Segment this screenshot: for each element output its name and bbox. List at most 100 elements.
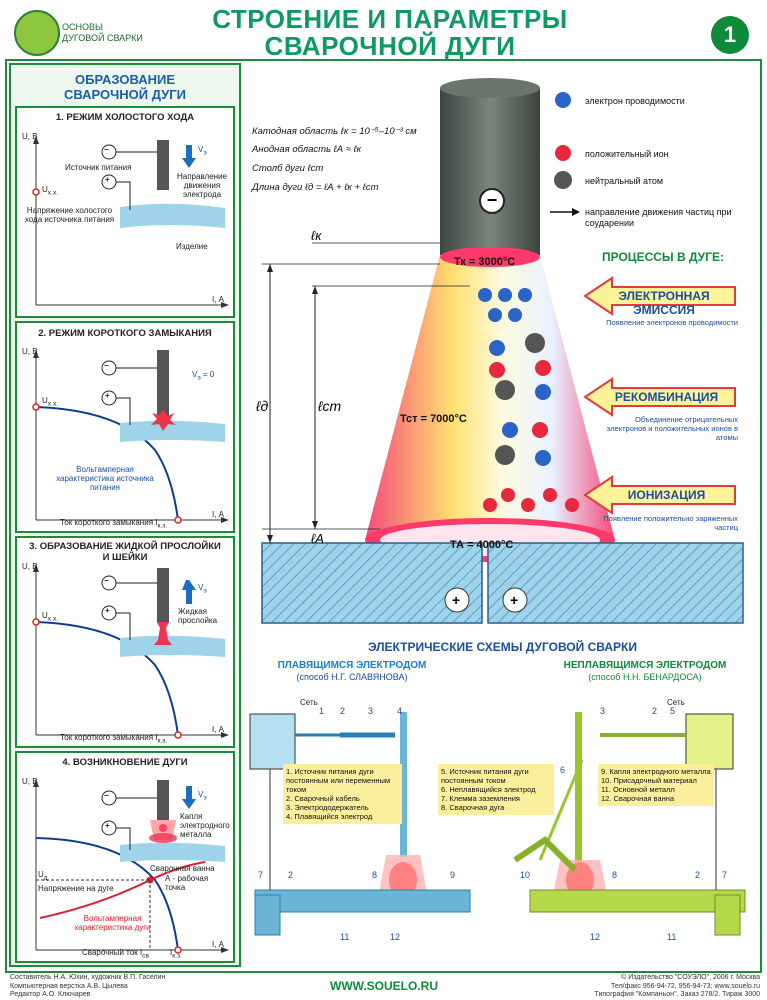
process-ionization-desc: Появление положительно заряженных частиц [603,514,738,532]
panel4-graph [33,779,229,954]
callout-9: 9 [450,870,456,880]
panel3-x-axis: I, А [212,725,225,734]
footer-pub-2: Тел/факс 956-94-72, 956-94-73; www.souel… [611,982,760,990]
schemes-title: ЭЛЕКТРИЧЕСКИЕ СХЕМЫ ДУГОВОЙ СВАРКИ [368,640,637,654]
dim-la: ℓА [311,531,324,546]
panel2-x-axis: I, А [212,510,225,519]
panel4-short-i-sub: к.з. [172,952,182,960]
temp-anode: ТА = 4000°С [450,539,514,551]
plate-plus-right: + [510,592,519,608]
legend-atom: нейтральный атом [585,176,664,186]
brand-caption: ОСНОВЫ ДУГОВОЙ СВАРКИ [62,22,143,44]
callout-10: 10 [520,870,531,880]
panel4-heading: 4. ВОЗНИКНОВЕНИЕ ДУГИ [62,757,188,768]
scheme-non-consumable [513,712,746,936]
process-ionization: ИОНИЗАЦИЯ [627,488,706,502]
arc-diagram [261,78,744,624]
panel1-heading: 1. РЕЖИМ ХОЛОСТОГО ХОДА [55,112,195,123]
panel2-minus: − [104,361,109,370]
formula-anode: Анодная область ℓА ≈ ℓк [252,144,362,155]
panel4-pool-note: Сварочная ванна [150,864,215,873]
formula-column: Столб дуги ℓст [252,163,324,174]
panel4-y-axis: U, В [22,777,38,786]
panel2-short-sub: к.з. [157,522,168,530]
footer-credits-1: Составитель Н.А. Юхин, художник В.П. Гас… [10,974,166,981]
panel1-direction-note: Направление движения электрода [177,172,227,199]
legend-electron: электрон проводимости [585,96,685,106]
dim-lk: ℓк [311,228,322,243]
panel1-workpiece: Изделие [176,242,208,251]
panel4-weld-sub: св [142,952,149,960]
scheme-right-grid-label: Сеть [667,698,685,707]
callout-8-right: 8 [612,870,618,880]
panel2-graph [32,350,229,524]
panel3-y-axis: U, В [22,562,38,571]
callout-12-right: 12 [590,932,601,942]
process-emission-desc: Появление электронов проводимости [606,318,738,327]
panel4-point-a: А - рабочая точка [165,874,209,892]
scheme-item-9: 9. Капля электродного металла [601,767,711,776]
callout-2-left: 2 [288,870,294,880]
scheme-item-10: 10. Присадочный материал [601,776,697,785]
callout-2-right: 2 [652,706,658,716]
brand-line-1: ОСНОВЫ [62,22,103,32]
processes-title: ПРОЦЕССЫ В ДУГЕ: [602,250,724,264]
panel1-voltage-note: Напряжение холостого хода источника пита… [24,206,115,224]
callout-8-left: 8 [372,870,378,880]
panel2-ux: U [42,396,48,405]
panel4-short-i: I [170,948,173,957]
formula-cathode: Катодная область ℓк = 10⁻⁵–10⁻³ см [252,126,417,137]
sheet-number-badge: 1 [711,16,749,54]
callout-7-left: 7 [258,870,264,880]
callout-11-left: 11 [340,932,350,942]
scheme-left-grid-label: Сеть [300,698,318,707]
scheme-left-sub: (способ Н.Г. СЛАВЯНОВА) [296,672,408,682]
footer-credits-2: Компьютерная верстка А.В. Цылева [10,982,128,990]
scheme-legend-left: 1. Источник питания дуги постоянным или … [283,764,402,824]
panel3-short-sub: к.з. [157,737,168,745]
footer-url[interactable]: WWW.SOUELO.RU [330,979,438,993]
brand-logo [14,10,60,56]
callout-5: 5 [670,706,676,716]
panel3-heading: 3. ОБРАЗОВАНИЕ ЖИДКОЙ ПРОСЛОЙКИ И ШЕЙКИ [16,541,234,563]
panel2-ux-sub: х.х. [47,400,59,408]
callout-12-left: 12 [390,932,401,942]
scheme-item-3: 3. Электрододержатель [286,803,369,812]
panel4-velocity-sub: э [203,794,207,802]
left-title-line-1: ОБРАЗОВАНИЕ [75,72,175,87]
panel2-plus: + [105,391,110,400]
panel4-drop-note: Капля электродного металла [180,812,230,839]
callout-7-right: 7 [722,870,728,880]
electrode-minus-sign: − [479,188,505,214]
panel2-velocity: V [192,370,198,379]
process-recombination: РЕКОМБИНАЦИЯ [614,390,719,404]
scheme-item-5: 5. Источник питания дуги постоянным токо… [441,767,529,785]
panel3-layer-note: Жидкая прослойка [178,607,218,625]
page-title-line-1: СТРОЕНИЕ И ПАРАМЕТРЫ [212,4,568,34]
scheme-item-6: 6. Неплавящийся электрод [441,785,536,794]
panel4-minus: − [104,791,109,800]
process-emission: ЭЛЕКТРОННАЯ ЭМИССИЯ [618,289,710,317]
panel3-ux-sub: х.х. [47,615,59,623]
callout-3-right: 3 [600,706,606,716]
footer-credits-3: Редактор А.О. Ключарев [10,991,91,998]
scheme-item-11: 11. Основной металл [601,785,675,794]
scheme-right-title: НЕПЛАВЯЩИМСЯ ЭЛЕКТРОДОМ [563,660,727,671]
callout-1: 1 [319,706,325,716]
scheme-item-4: 4. Плавящийся электрод [286,812,373,821]
callout-2: 2 [340,706,346,716]
panel3-heading-line-2: И ШЕЙКИ [102,552,148,563]
scheme-item-1: 1. Источник питания дуги постоянным или … [286,767,391,794]
panel1-y-axis: U, В [22,132,38,141]
panel2-vac-note: Вольтамперная характеристика источника п… [56,465,154,492]
footer-credits: Составитель Н.А. Юхин, художник В.П. Гас… [10,974,165,1000]
panel2-velocity-sub: э [197,374,201,382]
panel4-ud-sub: д [43,874,48,882]
panel4-weld-current: Сварочный ток I [82,948,143,957]
dim-ld: ℓд [256,398,269,414]
callout-6: 6 [560,765,566,775]
scheme-item-7: 7. Клемма заземления [441,794,520,803]
scheme-consumable [249,712,471,936]
panel3-plus: + [105,606,110,615]
